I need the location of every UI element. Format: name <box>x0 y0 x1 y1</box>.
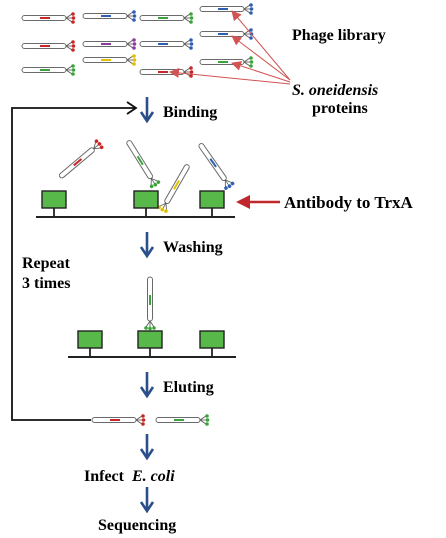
phage-icon <box>91 413 146 427</box>
antibody-pointer-arrow <box>236 195 280 209</box>
antibody-icon <box>199 330 225 358</box>
infect-prefix: Infect <box>84 468 125 485</box>
protein-pointer-arrows <box>169 10 291 85</box>
loop-arrow-icon <box>11 101 138 421</box>
phage-icon <box>194 140 236 192</box>
phage-icon <box>199 2 254 16</box>
down-arrow-icon <box>139 370 155 398</box>
antibody-icon <box>137 330 163 358</box>
phage-icon <box>21 63 76 77</box>
antibody-icon <box>133 190 159 218</box>
phage-icon <box>143 276 157 331</box>
repeat-label-line2: 3 times <box>22 275 70 292</box>
phage-icon <box>82 53 137 67</box>
antibody-label: Antibody to TrxA <box>284 193 414 212</box>
phage-icon <box>155 413 210 427</box>
washing-label: Washing <box>163 239 223 256</box>
antibody-surface-washing <box>68 330 236 358</box>
antibody-icon <box>77 330 103 358</box>
phage-icon <box>55 137 106 182</box>
eluting-label: Eluting <box>163 379 214 396</box>
phage-icon <box>199 27 254 41</box>
antibody-icon <box>199 190 225 218</box>
phage-icon <box>82 9 137 23</box>
phage-icon <box>139 37 194 51</box>
antibody-surface-binding <box>36 190 235 218</box>
phage-icon <box>199 55 254 69</box>
infect-label: Infect E. coli <box>84 468 175 485</box>
infect-species: E. coli <box>131 468 175 485</box>
phage-icon <box>122 137 162 190</box>
down-arrow-icon <box>139 95 155 123</box>
repeat-label-line1: Repeat <box>22 255 71 272</box>
proteins-label: proteins <box>312 100 368 117</box>
sequencing-label: Sequencing <box>98 517 176 534</box>
phage-icon <box>139 11 194 25</box>
binding-label: Binding <box>163 104 217 121</box>
phage-library-grid <box>21 2 254 79</box>
down-arrow-icon <box>139 485 155 513</box>
eluted-phages <box>91 413 210 427</box>
phage-library-label: Phage library <box>292 27 386 44</box>
antibody-icon <box>41 190 67 218</box>
phage-icon <box>21 39 76 53</box>
proteins-species-label: S. oneidensis <box>292 82 378 99</box>
phage-icon <box>139 65 194 79</box>
down-arrow-icon <box>139 432 155 460</box>
phage-icon <box>82 37 137 51</box>
down-arrow-icon <box>139 230 155 258</box>
phage-icon <box>21 11 76 25</box>
phage-icon <box>155 161 194 215</box>
